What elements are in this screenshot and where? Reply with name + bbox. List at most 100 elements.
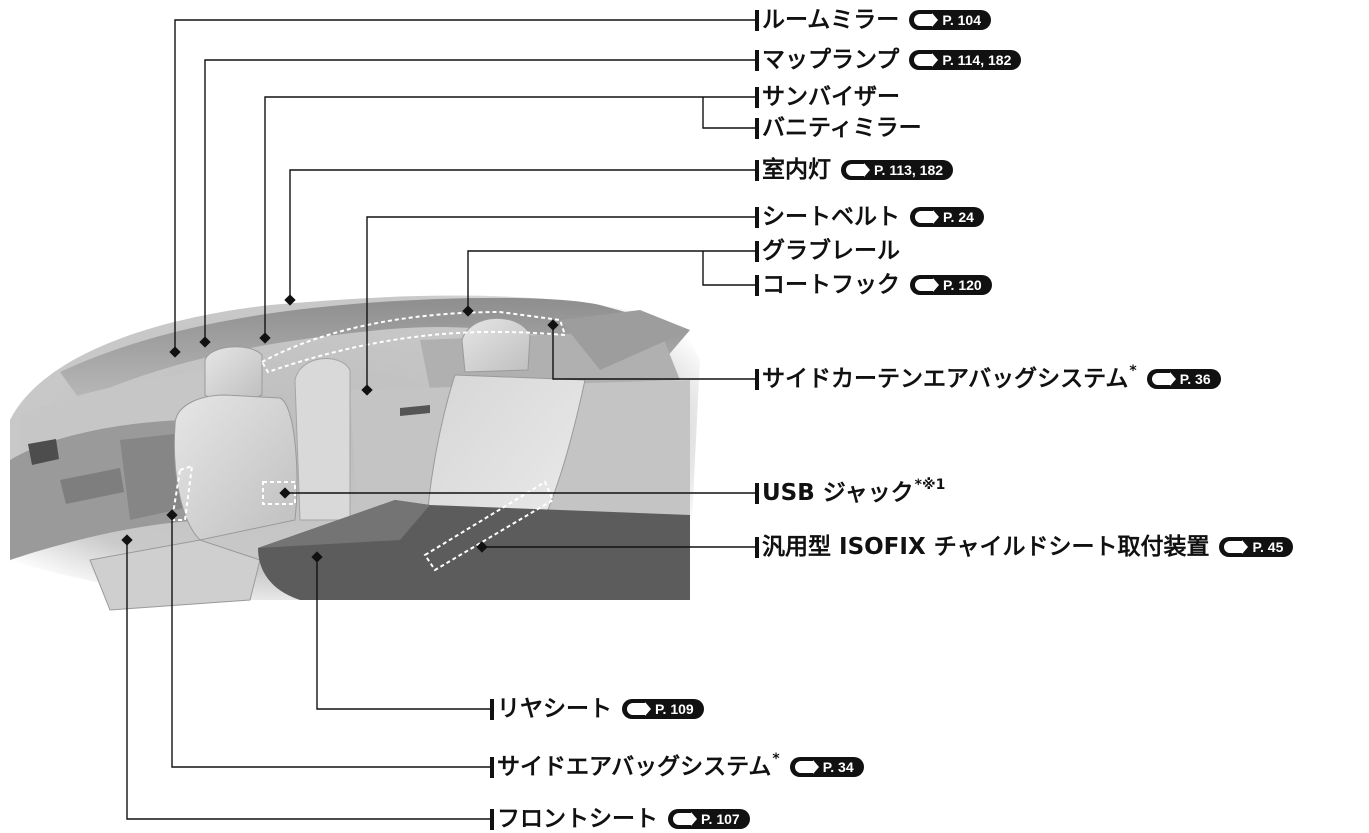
windshield: [20, 368, 240, 455]
endpoint-room-lamp: [284, 294, 296, 306]
page-reference-arrow-icon: [1151, 372, 1176, 386]
leader-room-lamp: [289, 169, 755, 300]
label-sun-visor: サンバイザー: [755, 83, 900, 111]
leader-endpoints: [121, 294, 559, 563]
label-text: サイドエアバッグシステム: [497, 754, 772, 780]
leader-coat-hook: [702, 251, 755, 286]
front-seat-cushion: [89, 539, 261, 611]
front-seat-headrest: [204, 346, 263, 401]
option-note-mark: *※1: [914, 477, 946, 493]
page-ref-seat-belt[interactable]: P. 24: [910, 207, 984, 227]
page-ref-text: P. 109: [655, 701, 694, 717]
page-reference-arrow-icon: [794, 760, 819, 774]
label-text: コートフック: [762, 272, 900, 298]
page-reference-arrow-icon: [914, 53, 939, 67]
label-marker-bar: [490, 698, 494, 720]
front-seat-back: [173, 394, 298, 541]
page-ref-room-lamp[interactable]: P. 113, 182: [841, 160, 954, 180]
page-ref-isofix[interactable]: P. 45: [1219, 537, 1294, 557]
leader-seat-belt: [366, 216, 755, 390]
label-marker-bar: [755, 240, 759, 262]
endpoint-isofix: [476, 541, 488, 553]
page-ref-text: P. 36: [1179, 371, 1211, 387]
label-marker-bar: [490, 756, 494, 778]
door-handle: [400, 405, 430, 416]
dashboard-vent: [28, 439, 59, 465]
headliner: [60, 297, 690, 400]
label-coat-hook: コートフック P. 120: [755, 271, 992, 299]
label-text: サンバイザー: [762, 84, 900, 110]
label-room-lamp: 室内灯 P. 113, 182: [755, 156, 954, 184]
leader-rear-seat: [316, 557, 490, 710]
label-text: ルームミラー: [762, 7, 900, 33]
page-reference-arrow-icon: [915, 278, 939, 292]
leader-map-lamp: [204, 59, 755, 342]
leader-side-curtain: [552, 325, 755, 380]
page-ref-side-curtain-airbag[interactable]: P. 36: [1146, 369, 1221, 389]
label-text: リヤシート: [497, 696, 612, 722]
label-text: シートベルト: [762, 204, 900, 230]
label-marker-bar: [755, 117, 759, 139]
label-text: バニティミラー: [762, 115, 922, 141]
page-ref-front-seat[interactable]: P. 107: [668, 809, 750, 829]
page-ref-room-mirror[interactable]: P. 104: [909, 10, 991, 30]
page-ref-text: P. 113, 182: [874, 162, 944, 178]
option-mark: *: [1129, 363, 1137, 379]
label-side-curtain-airbag: サイドカーテンエアバッグシステム * P. 36: [755, 363, 1221, 393]
side-airbag-outline: [170, 464, 194, 521]
page-ref-rear-seat[interactable]: P. 109: [622, 699, 704, 719]
glove-box: [60, 468, 124, 504]
label-front-seat: フロントシート P. 107: [490, 805, 750, 833]
label-text: USB ジャック: [762, 480, 914, 506]
leader-lines: [126, 19, 755, 820]
label-vanity-mirror: バニティミラー: [755, 114, 922, 142]
endpoint-room-mirror: [169, 346, 181, 358]
endpoint-map-lamp: [199, 336, 211, 348]
rear-seat-headrest: [461, 317, 531, 373]
label-side-airbag: サイドエアバッグシステム * P. 34: [490, 751, 864, 781]
label-text: サイドカーテンエアバッグシステム: [762, 366, 1129, 392]
endpoint-side-curtain: [547, 319, 559, 331]
page-ref-map-lamp[interactable]: P. 114, 182: [909, 50, 1022, 70]
leader-grab-rail: [467, 250, 755, 311]
page-reference-arrow-icon: [914, 13, 939, 27]
page-ref-text: P. 34: [822, 759, 854, 775]
page-ref-text: P. 24: [943, 209, 974, 225]
label-text: 汎用型 ISOFIX チャイルドシート取付装置: [762, 534, 1210, 560]
page-ref-coat-hook[interactable]: P. 120: [910, 275, 992, 295]
label-seat-belt: シートベルト P. 24: [755, 203, 984, 231]
page-ref-side-airbag[interactable]: P. 34: [789, 757, 864, 777]
label-room-mirror: ルームミラー P. 104: [755, 6, 991, 34]
leader-front-seat: [126, 540, 490, 820]
rear-seat-cushion-top: [258, 500, 430, 548]
page-ref-text: P. 45: [1252, 539, 1284, 555]
page-reference-arrow-icon: [673, 812, 697, 826]
label-marker-bar: [755, 206, 759, 228]
endpoint-usb: [279, 487, 291, 499]
leader-room-mirror: [174, 19, 755, 352]
label-marker-bar: [755, 49, 759, 71]
label-isofix: 汎用型 ISOFIX チャイルドシート取付装置 P. 45: [755, 533, 1294, 561]
c-pillar: [560, 310, 690, 370]
label-marker-bar: [755, 368, 759, 390]
label-map-lamp: マップランプ P. 114, 182: [755, 46, 1022, 74]
endpoint-grab-rail: [462, 305, 474, 317]
page-reference-arrow-icon: [915, 210, 939, 224]
label-marker-bar: [755, 159, 759, 181]
side-curtain-airbag-outline: [260, 310, 567, 374]
label-rear-seat: リヤシート P. 109: [490, 695, 704, 723]
leader-sun-visor: [264, 96, 755, 338]
page-ref-text: P. 107: [701, 811, 740, 827]
endpoint-sun-visor: [259, 332, 271, 344]
label-marker-bar: [490, 808, 494, 830]
second-front-seat: [294, 358, 351, 521]
page-ref-text: P. 114, 182: [942, 52, 1012, 68]
label-text: 室内灯: [762, 157, 831, 183]
page-ref-text: P. 120: [943, 277, 982, 293]
option-mark: *: [772, 751, 780, 767]
isofix-outline: [423, 480, 555, 572]
leader-vanity-mirror: [702, 97, 755, 129]
label-grab-rail: グラブレール: [755, 237, 900, 265]
